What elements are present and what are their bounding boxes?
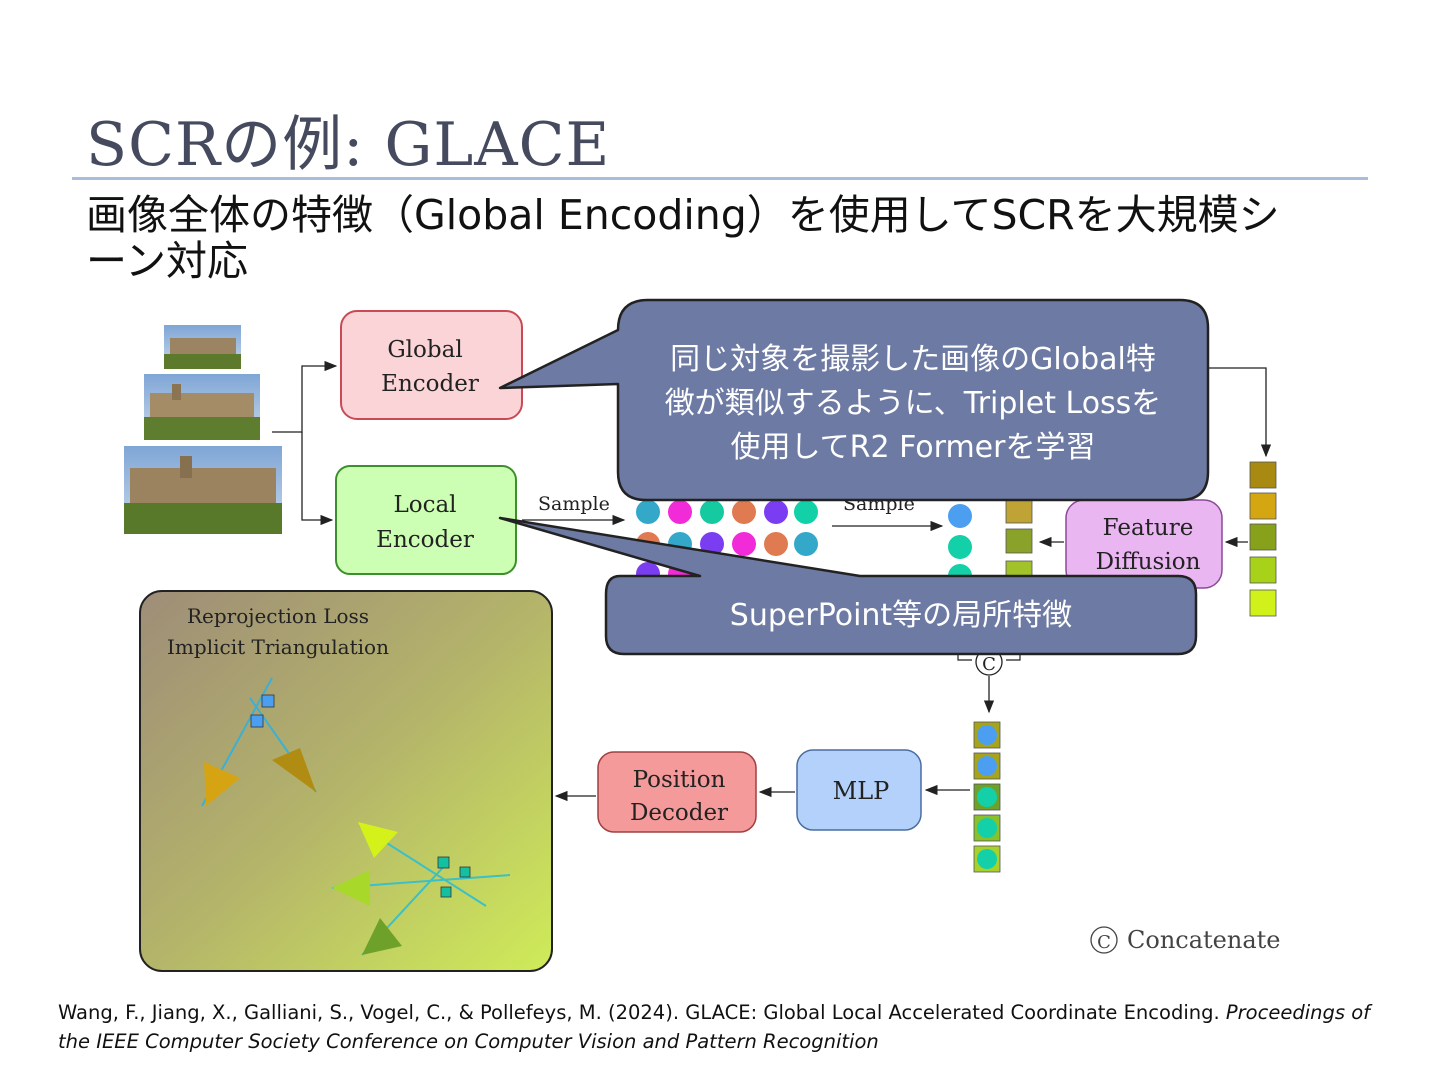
global-encoder-box: Global Encoder xyxy=(340,310,523,420)
local-encoder-label-1: Local xyxy=(393,492,456,518)
sample-label-1: Sample xyxy=(538,493,610,515)
citation: Wang, F., Jiang, X., Galliani, S., Vogel… xyxy=(58,998,1388,1056)
callout-local-text: SuperPoint等の局所特徴 xyxy=(729,598,1073,633)
global-feature-vector xyxy=(1249,461,1277,617)
input-image-3 xyxy=(124,446,282,534)
citation-plain: Wang, F., Jiang, X., Galliani, S., Vogel… xyxy=(58,1001,1226,1024)
concat-legend-symbol: C xyxy=(1097,932,1111,953)
position-decoder-box: Position Decoder xyxy=(597,751,757,833)
global-encoder-label-1: Global xyxy=(387,337,462,363)
input-image-2 xyxy=(144,374,260,440)
concatenated-feature-vector xyxy=(973,721,1001,873)
mlp-label: MLP xyxy=(833,777,890,805)
loss-box-label-1: Reprojection Loss xyxy=(187,604,369,628)
callout-local-note xyxy=(498,516,1198,656)
concat-legend-label: Concatenate xyxy=(1127,926,1280,954)
feature-diffusion-label-2: Diffusion xyxy=(1096,549,1201,575)
feature-diffusion-box: Feature Diffusion xyxy=(1065,499,1223,589)
diffused-global-feature-squares xyxy=(1005,498,1033,584)
local-encoder-box: Local Encoder xyxy=(335,465,517,575)
concat-legend-icon xyxy=(1090,926,1118,954)
callout-global-line-1: 同じ対象を撮影した画像のGlobal特 xyxy=(670,342,1156,377)
feature-diffusion-label-1: Feature xyxy=(1103,515,1194,541)
input-image-1 xyxy=(164,325,241,369)
arrow-to-global-encoder xyxy=(272,360,338,433)
citation-venue: Proceedings of the IEEE Computer Society… xyxy=(58,1001,1370,1053)
callout-global-line-2: 徴が類似するように、Triplet Lossを xyxy=(664,386,1162,421)
title-divider xyxy=(72,177,1368,180)
callout-global-note xyxy=(498,298,1210,502)
local-encoder-label-2: Encoder xyxy=(376,527,474,553)
callout-global-text: 同じ対象を撮影した画像のGlobal特 徴が類似するように、Triplet Lo… xyxy=(630,338,1196,470)
concat-node-symbol: C xyxy=(982,654,996,675)
slide-title: SCRの例: GLACE xyxy=(86,110,611,180)
reprojection-loss-box: Reprojection Loss Implicit Triangulation xyxy=(139,590,553,972)
position-decoder-label-2: Decoder xyxy=(630,800,728,826)
loss-box-label-2: Implicit Triangulation xyxy=(167,635,389,659)
global-encoder-label-2: Encoder xyxy=(381,371,479,397)
sampled-feature-dots xyxy=(948,504,972,588)
arrow-to-local-encoder xyxy=(301,432,334,526)
arrow-to-global-vector xyxy=(1200,367,1272,458)
position-decoder-label-1: Position xyxy=(633,767,726,793)
slide-subtitle: 画像全体の特徴（Global Encoding）を使用してSCRを大規模シーン対… xyxy=(86,191,1280,285)
callout-global-line-3: 使用してR2 Formerを学習 xyxy=(730,430,1096,465)
mlp-box: MLP xyxy=(796,749,922,831)
